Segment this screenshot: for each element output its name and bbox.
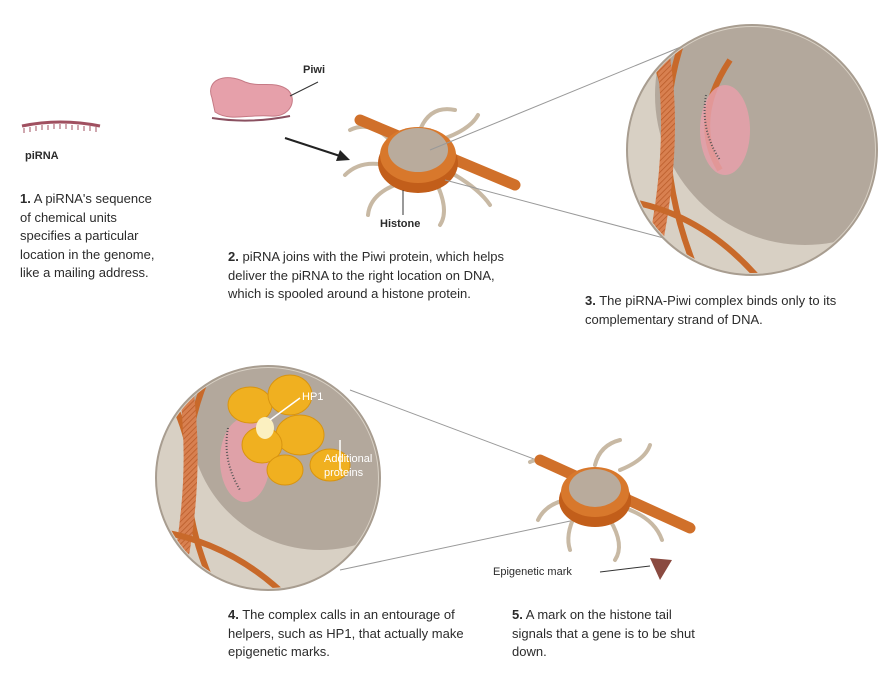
step-text: A mark on the histone tail signals that …: [512, 607, 695, 659]
arrow-icon: [284, 137, 350, 161]
epigenetic-mark-icon: [650, 558, 672, 580]
epigenetic-mark-label: Epigenetic mark: [493, 566, 572, 578]
step-text: A piRNA's sequence of chemical units spe…: [20, 191, 155, 280]
dna-closeup-circle-1: [626, 24, 878, 276]
step-2-caption: 2. piRNA joins with the Piwi protein, wh…: [228, 248, 528, 304]
piwi-label: Piwi: [303, 64, 326, 76]
piwi-protein-icon: [210, 77, 319, 122]
step-number: 1.: [20, 191, 31, 206]
step-number: 4.: [228, 607, 239, 622]
step-number: 2.: [228, 249, 239, 264]
hp1-label: HP1: [302, 391, 324, 403]
step-text: The complex calls in an entourage of hel…: [228, 607, 464, 659]
nucleosome-icon: [343, 107, 521, 227]
step-number: 3.: [585, 293, 596, 308]
step-number: 5.: [512, 607, 523, 622]
step-1-caption: 1. A piRNA's sequence of chemical units …: [20, 190, 160, 283]
additional-proteins-label: Additional proteins: [324, 453, 373, 479]
nucleosome-marked-icon: [528, 438, 696, 580]
step-5-caption: 5. A mark on the histone tail signals th…: [512, 606, 712, 662]
pirna-label: piRNA: [25, 150, 59, 162]
step-text: The piRNA-Piwi complex binds only to its…: [585, 293, 837, 327]
step-text: piRNA joins with the Piwi protein, which…: [228, 249, 505, 301]
histone-label: Histone: [380, 218, 421, 230]
dna-closeup-circle-2: [155, 365, 381, 591]
pirna-strand-icon: [21, 120, 101, 133]
step-4-caption: 4. The complex calls in an entourage of …: [228, 606, 478, 662]
step-3-caption: 3. The piRNA-Piwi complex binds only to …: [585, 292, 875, 329]
